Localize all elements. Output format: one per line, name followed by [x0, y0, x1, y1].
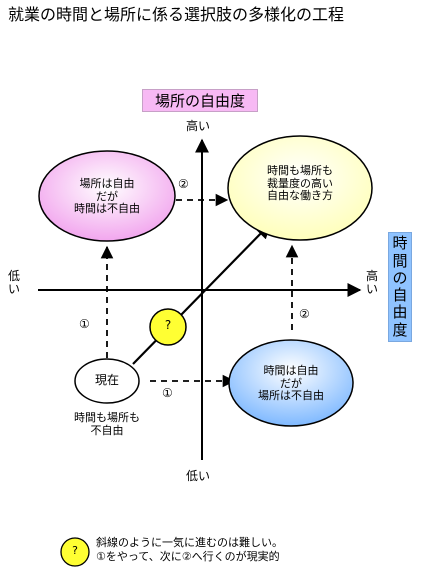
page-title: 就業の時間と場所に係る選択肢の多様化の工程: [8, 5, 345, 24]
step1-up-label: ①: [79, 317, 90, 331]
note-line-2: ①をやって、次に②へ行くのが現実的: [96, 550, 280, 563]
axis-right-label: 高い: [366, 269, 379, 296]
current-caption: 時間も場所も 不自由: [74, 411, 140, 437]
axis-bottom-label: 低い: [186, 469, 211, 483]
both-free-ellipse: [227, 135, 373, 241]
note-badge: ?: [72, 544, 78, 557]
current-ellipse: [74, 358, 140, 404]
axis-top-label: 高い: [186, 119, 211, 133]
current-text: 現在: [94, 373, 119, 387]
axis-left-label: 低い: [8, 269, 21, 296]
place-freedom-label: 場所の自由度: [142, 89, 258, 112]
step1-right-label: ①: [162, 386, 173, 400]
place-free-ellipse: [38, 150, 176, 242]
time-free-ellipse: [228, 339, 354, 427]
step2-right-label: ②: [178, 177, 189, 191]
question-mark: ?: [164, 318, 172, 332]
time-freedom-label: 時 間 の 自 由 度: [388, 232, 412, 342]
place-free-text: 場所は自由 だが 時間は不自由: [74, 177, 140, 216]
step2-up-label: ②: [299, 307, 310, 321]
time-free-text: 時間は自由 だが 場所は不自由: [258, 364, 324, 403]
note-badge-circle: [60, 537, 90, 567]
both-free-text: 時間も場所も 裁量度の高い 自由な働き方: [267, 164, 333, 203]
note-line-1: 斜線のように一気に進むのは難しい。: [96, 536, 283, 549]
question-circle: [149, 308, 187, 346]
